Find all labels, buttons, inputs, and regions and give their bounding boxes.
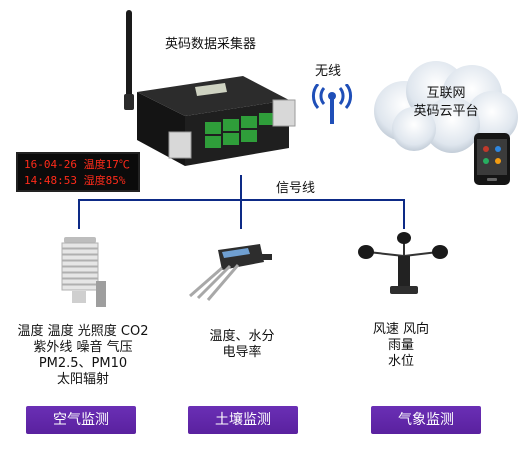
air-param-line-1: 温度 温度 光照度 CO2 <box>17 324 149 339</box>
soil-param-line-2: 电导率 <box>222 345 262 360</box>
bus-drop-soil <box>240 199 242 229</box>
air-param-line-2: 紫外线 噪音 气压 <box>33 340 133 355</box>
led-display: 16-04-26 温度17℃ 14:48:53 湿度85% <box>16 152 140 192</box>
soil-sensor-icon <box>182 240 274 302</box>
cloud-label-internet: 互联网 <box>426 86 466 101</box>
collector-title: 英码数据采集器 <box>165 37 257 52</box>
soil-sensor-params: 温度、水分 电导率 <box>196 329 288 361</box>
smartphone-icon <box>474 133 510 185</box>
bus-drop-weather <box>403 199 405 229</box>
led-line-1: 16-04-26 温度17℃ <box>24 158 130 171</box>
antenna-icon <box>122 10 136 110</box>
weather-monitoring-button[interactable]: 气象监测 <box>371 406 481 434</box>
wireless-label: 无线 <box>315 64 342 79</box>
anemometer-icon <box>358 232 450 302</box>
led-line-2: 14:48:53 湿度85% <box>24 174 126 187</box>
bus-label: 信号线 <box>276 181 316 196</box>
cloud-label-platform: 英码云平台 <box>413 104 479 119</box>
air-param-line-3: PM2.5、PM10 <box>38 356 128 371</box>
soil-monitoring-button[interactable]: 土壤监测 <box>188 406 298 434</box>
weather-param-line-3: 水位 <box>387 354 414 369</box>
wireless-signal-icon <box>306 83 358 124</box>
cloud-icon <box>364 55 522 155</box>
air-monitoring-button[interactable]: 空气监测 <box>26 406 136 434</box>
soil-param-line-1: 温度、水分 <box>209 329 275 344</box>
weather-param-line-1: 风速 风向 <box>372 322 430 337</box>
air-sensor-params: 温度 温度 光照度 CO2 紫外线 噪音 气压 PM2.5、PM10 太阳辐射 <box>8 324 158 388</box>
data-collector-device <box>133 70 298 170</box>
air-param-line-4: 太阳辐射 <box>56 372 109 387</box>
air-sensor-icon <box>52 233 108 311</box>
bus-drop-air <box>78 199 80 229</box>
weather-sensor-params: 风速 风向 雨量 水位 <box>364 322 438 370</box>
weather-param-line-2: 雨量 <box>387 338 414 353</box>
bus-vertical-trunk <box>240 175 242 200</box>
